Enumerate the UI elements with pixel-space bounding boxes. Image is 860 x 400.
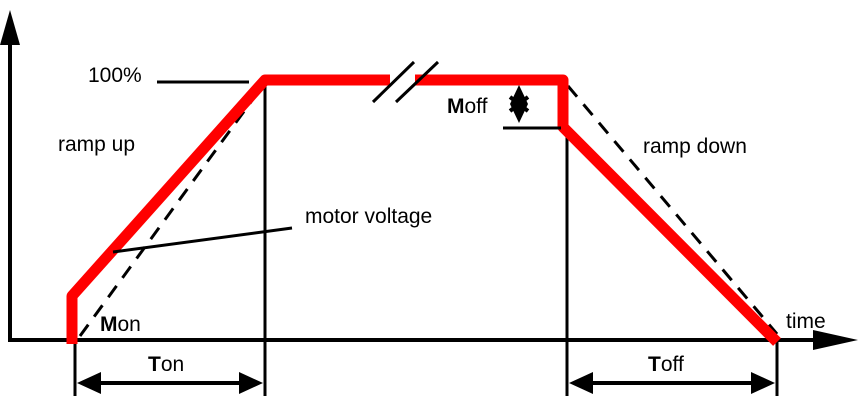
t-off-suffix: off [661, 353, 684, 376]
m-off-prefix: M [447, 95, 465, 118]
ramp-up-label: ramp up [58, 133, 135, 156]
arrow-left-icon [569, 372, 593, 394]
t-on-suffix: on [161, 353, 184, 376]
axis-break-icon [371, 60, 440, 104]
level-100-label: 100% [88, 64, 142, 87]
arrow-right-icon [239, 372, 263, 394]
arrow-left-icon [77, 372, 101, 394]
motor-voltage-curve [66, 74, 781, 346]
dashed-ramp-down [566, 85, 779, 335]
x-axis-arrowhead-icon [813, 330, 858, 350]
m-on-suffix: on [118, 313, 141, 336]
y-axis [0, 10, 20, 340]
y-axis-arrowhead-icon [0, 10, 20, 45]
t-on-dimension [77, 372, 263, 394]
arrow-right-icon [751, 372, 775, 394]
motor-voltage-label: motor voltage [305, 205, 432, 228]
m-on-label: Mon [100, 313, 141, 336]
t-on-prefix: T [148, 353, 161, 376]
motor-voltage-fall [415, 74, 781, 346]
time-axis-label: time [786, 310, 826, 333]
t-off-dimension [569, 372, 775, 394]
m-on-prefix: M [100, 313, 118, 336]
motor-voltage-leader [112, 226, 293, 254]
m-off-label: Moff [447, 95, 488, 118]
m-off-suffix: off [465, 95, 488, 118]
t-on-label: Ton [148, 353, 184, 376]
ramp-down-label: ramp down [643, 135, 747, 158]
t-off-prefix: T [648, 353, 661, 376]
x-axis [8, 330, 858, 350]
motor-voltage-rise [66, 74, 390, 344]
m-off-marker [503, 85, 561, 130]
t-off-label: Toff [648, 353, 684, 376]
dashed-ramp-up [78, 83, 266, 337]
